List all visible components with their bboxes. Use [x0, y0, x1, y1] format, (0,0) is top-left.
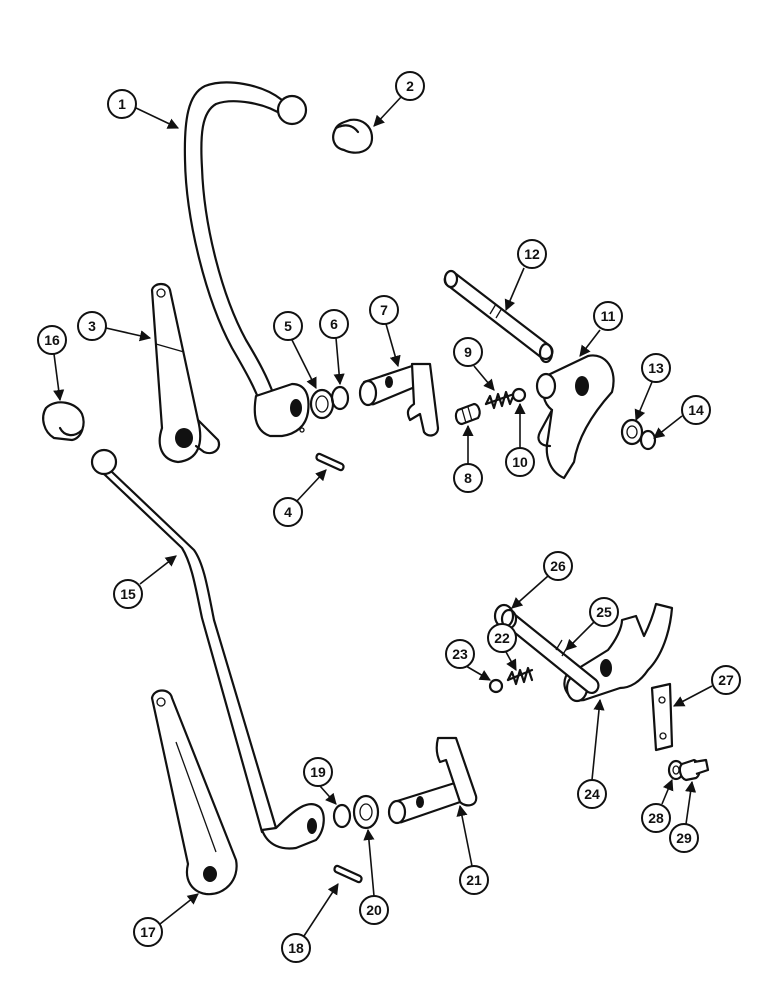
callout-label: 6: [330, 316, 338, 332]
callout-label: 20: [366, 902, 382, 918]
part-15-lower-gear-lever: [90, 448, 325, 850]
part-10-detent-ball: [511, 387, 527, 403]
part-20-washer: [352, 794, 380, 830]
callout-label: 18: [288, 940, 304, 956]
part-16-knob: [42, 401, 85, 442]
callout-11: 11: [579, 301, 623, 357]
part-19-circlip: [332, 803, 352, 829]
part-29-bolt: [678, 758, 710, 782]
callout-label: 5: [284, 318, 292, 334]
callout-2: 2: [373, 71, 425, 127]
callout-27: 27: [673, 665, 741, 707]
callout-label: 16: [44, 332, 60, 348]
callout-26: 26: [511, 551, 573, 609]
part-14-circlip: [639, 429, 657, 451]
callout-label: 28: [648, 810, 664, 826]
callout-label: 15: [120, 586, 136, 602]
callout-1: 1: [107, 89, 180, 129]
callout-label: 23: [452, 646, 468, 662]
callout-label: 4: [284, 504, 292, 520]
callout-21: 21: [456, 804, 489, 895]
callout-label: 25: [596, 604, 612, 620]
callout-label: 12: [524, 246, 540, 262]
part-9-spring: [484, 390, 516, 410]
part-17-selector-arm: [150, 689, 238, 896]
callout-4: 4: [273, 469, 327, 527]
part-12-rail-shaft: [443, 269, 554, 364]
callout-29: 29: [669, 780, 699, 853]
callout-15: 15: [113, 555, 177, 609]
callout-label: 24: [584, 786, 600, 802]
part-11-shifter-fork: [535, 354, 615, 480]
callout-label: 7: [380, 302, 388, 318]
part-21-selector-shaft: [387, 736, 478, 825]
part-13-washer: [620, 418, 644, 446]
callout-25: 25: [565, 597, 619, 651]
part-8-grub-screw: [454, 402, 481, 426]
part-23-detent-ball: [488, 678, 504, 694]
callout-20: 20: [359, 828, 389, 925]
callout-28: 28: [641, 778, 674, 833]
callout-7: 7: [369, 295, 401, 368]
callout-label: 3: [88, 318, 96, 334]
callout-23: 23: [445, 639, 491, 681]
callout-label: 10: [512, 454, 528, 470]
part-5-washer: [309, 388, 335, 420]
callout-label: 29: [676, 830, 692, 846]
part-4-pin: [315, 452, 345, 472]
part-7-selector-shaft: [358, 362, 440, 437]
part-6-circlip: [330, 385, 350, 411]
callout-label: 19: [310, 764, 326, 780]
callout-3: 3: [77, 311, 152, 342]
callout-6: 6: [319, 309, 349, 386]
callout-10: 10: [505, 402, 535, 477]
callout-22: 22: [487, 623, 517, 671]
callout-label: 17: [140, 924, 156, 940]
callout-label: 21: [466, 872, 482, 888]
callout-label: 8: [464, 470, 472, 486]
callout-12: 12: [504, 239, 547, 312]
callout-label: 9: [464, 344, 472, 360]
callout-14: 14: [653, 395, 711, 439]
callout-label: 1: [118, 96, 126, 112]
callout-label: 14: [688, 402, 704, 418]
callout-17: 17: [133, 893, 199, 947]
callout-label: 26: [550, 558, 566, 574]
callout-8: 8: [453, 424, 483, 493]
callout-label: 2: [406, 78, 414, 94]
callout-13: 13: [634, 353, 671, 422]
part-3-selector-arm: [150, 282, 221, 464]
callout-label: 27: [718, 672, 734, 688]
callout-9: 9: [453, 337, 495, 391]
part-22-spring: [506, 666, 534, 686]
callout-24: 24: [577, 698, 607, 809]
callout-19: 19: [303, 757, 337, 805]
callout-layer: 1 2 3 4 5 6 7: [37, 71, 741, 963]
part-18-pin: [333, 864, 363, 884]
part-1-upper-gear-lever: [183, 81, 310, 438]
callout-label: 11: [601, 308, 616, 324]
callout-label: 13: [648, 360, 664, 376]
callout-18: 18: [281, 883, 339, 963]
part-27-locking-plate: [650, 682, 674, 752]
callout-5: 5: [273, 311, 317, 390]
part-2-knob: [332, 118, 374, 154]
callout-16: 16: [37, 325, 67, 402]
callout-label: 22: [494, 630, 510, 646]
